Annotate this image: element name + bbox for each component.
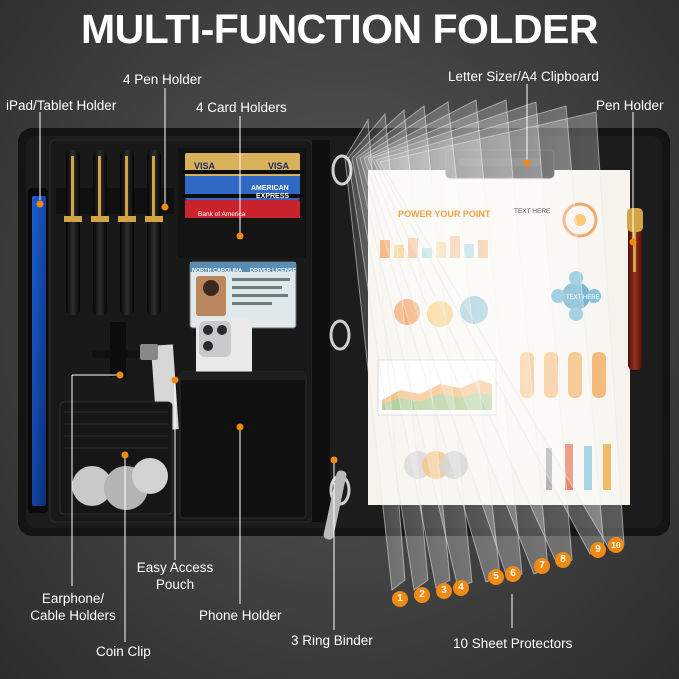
- sheet-badge-4: 4: [453, 580, 469, 596]
- label-phone-holder: Phone Holder: [199, 608, 282, 623]
- label-clipboard: Letter Sizer/A4 Clipboard: [448, 69, 599, 84]
- card-amex-line2: EXPRESS: [256, 193, 290, 200]
- label-earphone-line1: Earphone/: [41, 591, 105, 606]
- label-card-holders: 4 Card Holders: [196, 100, 287, 115]
- label-easy-access-pouch: Easy Access Pouch: [125, 559, 225, 593]
- leader-lines: [39, 84, 634, 642]
- sheet-badge-10: 10: [608, 537, 624, 553]
- credit-cards: [182, 153, 304, 258]
- card-visa-gold-text: VISA: [194, 161, 216, 171]
- sheet-badge-7: 7: [534, 558, 550, 574]
- document-heading: POWER YOUR POINT: [398, 209, 491, 219]
- sheet-badge-9: 9: [590, 542, 606, 558]
- sheet-badge-6: 6: [505, 566, 521, 582]
- sheet-badge-5: 5: [488, 569, 504, 585]
- sheet-protectors: [344, 99, 625, 591]
- document-text-here: TEXT HERE: [514, 208, 551, 215]
- sheet-badge-1: 1: [392, 591, 408, 607]
- phone-pocket: [179, 371, 307, 519]
- label-earphone-holders: Earphone/ Cable Holders: [18, 590, 128, 624]
- folder-spine: [312, 140, 330, 522]
- label-earphone-line2: Cable Holders: [30, 608, 116, 623]
- label-pen-holder: Pen Holder: [596, 98, 664, 113]
- card-amex-line1: AMERICAN: [251, 185, 289, 192]
- label-coin-clip: Coin Clip: [96, 644, 151, 659]
- label-sheet-protectors: 10 Sheet Protectors: [453, 636, 573, 651]
- card-bank-text: Bank of America: [198, 211, 246, 218]
- zipper-pull: [323, 470, 347, 540]
- page-title: MULTI-FUNCTION FOLDER: [80, 6, 599, 52]
- phone: [196, 318, 252, 388]
- coins: [72, 458, 168, 510]
- card-visa-gold-brand: VISA: [268, 161, 290, 171]
- label-tablet-holder: iPad/Tablet Holder: [6, 98, 117, 113]
- elastic-strap: [110, 322, 126, 377]
- four-pens: [64, 150, 163, 315]
- label-ring-binder: 3 Ring Binder: [291, 633, 373, 648]
- label-pouch-line1: Easy Access: [136, 560, 214, 575]
- license-type: DRIVER LICENSE: [250, 268, 297, 274]
- leader-dots: [36, 159, 637, 464]
- sheet-badge-3: 3: [436, 583, 452, 599]
- sheet-badge-8: 8: [555, 552, 571, 568]
- license-state: NORTH CAROLINA: [192, 268, 243, 274]
- document-text-here-center: TEXT HERE: [566, 295, 600, 301]
- sheet-badge-2: 2: [414, 587, 430, 603]
- pen-right: [627, 208, 643, 370]
- label-4-pen-holder: 4 Pen Holder: [123, 72, 202, 87]
- label-pouch-line2: Pouch: [155, 577, 195, 592]
